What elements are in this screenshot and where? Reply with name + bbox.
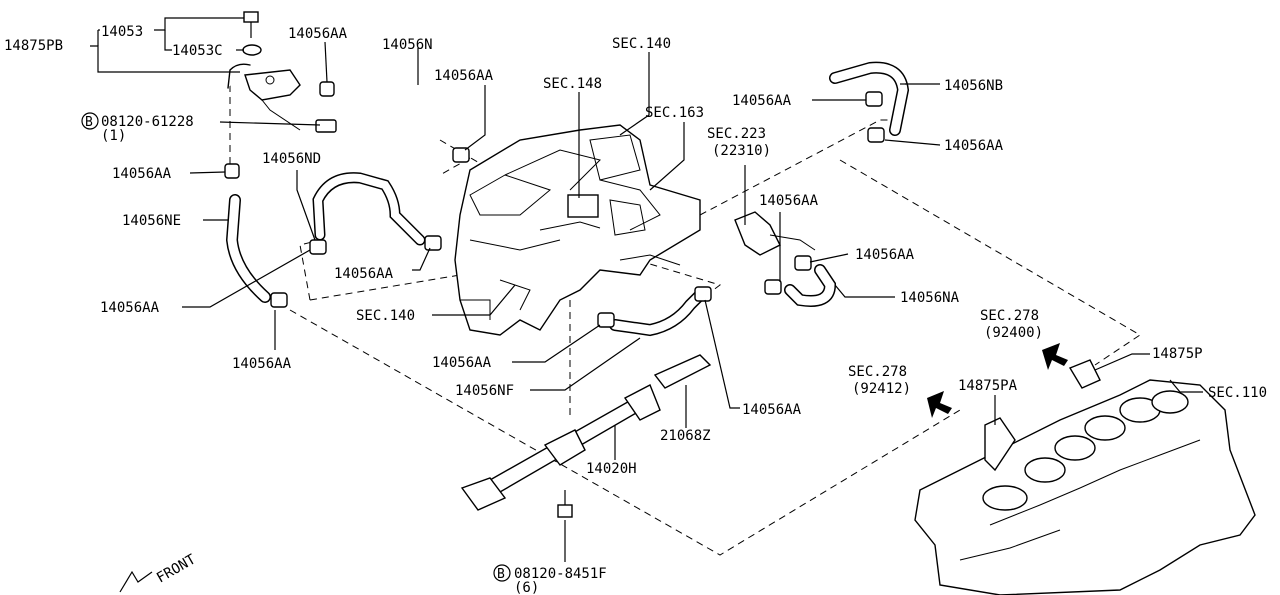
- label-14875P: 14875P: [1152, 346, 1203, 362]
- arrow-icon: [927, 391, 952, 418]
- label-sec-110: SEC.110: [1208, 385, 1267, 401]
- hose-clamp: [452, 147, 470, 163]
- bolt-callout-08120-61228: B 08120-61228 (1): [81, 112, 194, 144]
- label-sec-278: SEC.278: [848, 364, 907, 380]
- cylinder-head: [914, 379, 1256, 595]
- label-qty: (1): [101, 128, 126, 144]
- front-direction-indicator: FRONT: [119, 551, 199, 593]
- label-14056AA: 14056AA: [434, 68, 494, 84]
- label-14056AA: 14056AA: [855, 247, 915, 263]
- label-08120-8451F: 08120-8451F: [514, 566, 607, 582]
- arrow-icon: [1042, 343, 1068, 370]
- label-14056AA: 14056AA: [944, 138, 1004, 154]
- label-14875PB: 14875PB: [4, 38, 63, 54]
- gallery-pipe-14020H: [460, 354, 712, 511]
- label-14020H: 14020H: [586, 461, 637, 477]
- label-14056AA: 14056AA: [334, 266, 394, 282]
- label-sec-278-sub: (92400): [984, 325, 1043, 341]
- label-14056NE: 14056NE: [122, 213, 181, 229]
- hose-clamp: [270, 292, 288, 308]
- label-14056AA: 14056AA: [232, 356, 292, 372]
- label-qty: (6): [514, 580, 539, 595]
- label-14056AA: 14056AA: [432, 355, 492, 371]
- hose-clamp: [794, 255, 812, 271]
- label-14056AA: 14056AA: [112, 166, 172, 182]
- label-14056NB: 14056NB: [944, 78, 1003, 94]
- b-mark: B: [85, 115, 93, 130]
- hose-clamp: [309, 239, 327, 255]
- label-sec-140: SEC.140: [612, 36, 671, 52]
- hoses: [225, 61, 910, 337]
- label-14056NF: 14056NF: [455, 383, 514, 399]
- leader-lines: [90, 17, 1203, 562]
- label-sec-278: SEC.278: [980, 308, 1039, 324]
- label-14056AA: 14056AA: [732, 93, 792, 109]
- label-14053C: 14053C: [172, 43, 223, 59]
- label-14056AA: 14056AA: [742, 402, 802, 418]
- label-sec-223: SEC.223: [707, 126, 766, 142]
- hose-clamp: [764, 279, 782, 295]
- label-14056AA: 14056AA: [100, 300, 160, 316]
- hose-clamp: [224, 163, 240, 179]
- label-14056AA: 14056AA: [288, 26, 348, 42]
- bracket-14053: [227, 63, 337, 133]
- bolt-callout-08120-8451F: B 08120-8451F (6): [493, 564, 607, 595]
- bolt-08120-8451F: [557, 490, 573, 518]
- front-label: FRONT: [154, 551, 199, 586]
- label-21068Z: 21068Z: [660, 428, 711, 444]
- b-mark: B: [497, 567, 505, 582]
- clamps: [224, 81, 885, 328]
- sensor-14875P: [1068, 359, 1101, 389]
- label-08120-61228: 08120-61228: [101, 114, 194, 130]
- label-sec-278-sub: (92412): [852, 381, 911, 397]
- label-14053: 14053: [101, 24, 143, 40]
- hose-clamp: [867, 127, 885, 143]
- hose-clamp: [597, 312, 615, 328]
- hose-clamp: [319, 81, 335, 97]
- hose-clamp: [865, 91, 883, 107]
- label-14056NA: 14056NA: [900, 290, 960, 306]
- label-sec-223-sub: (22310): [712, 143, 771, 159]
- label-sec-148: SEC.148: [543, 76, 602, 92]
- label-14875PA: 14875PA: [958, 378, 1018, 394]
- hose-clamp: [694, 286, 712, 302]
- hose-clamp: [424, 235, 442, 251]
- label-14056ND: 14056ND: [262, 151, 321, 167]
- label-14056N: 14056N: [382, 37, 433, 53]
- label-sec-140: SEC.140: [356, 308, 415, 324]
- sensor-14875PA: [984, 417, 1016, 472]
- label-sec-163: SEC.163: [645, 105, 704, 121]
- part-labels: 14875PB 14053 14053C 14056AA 14056N 1405…: [4, 24, 1267, 595]
- bolt-14053: [242, 11, 262, 56]
- sensor-22310: [734, 211, 816, 256]
- label-14056AA: 14056AA: [759, 193, 819, 209]
- intake-manifold-assembly: [454, 124, 701, 336]
